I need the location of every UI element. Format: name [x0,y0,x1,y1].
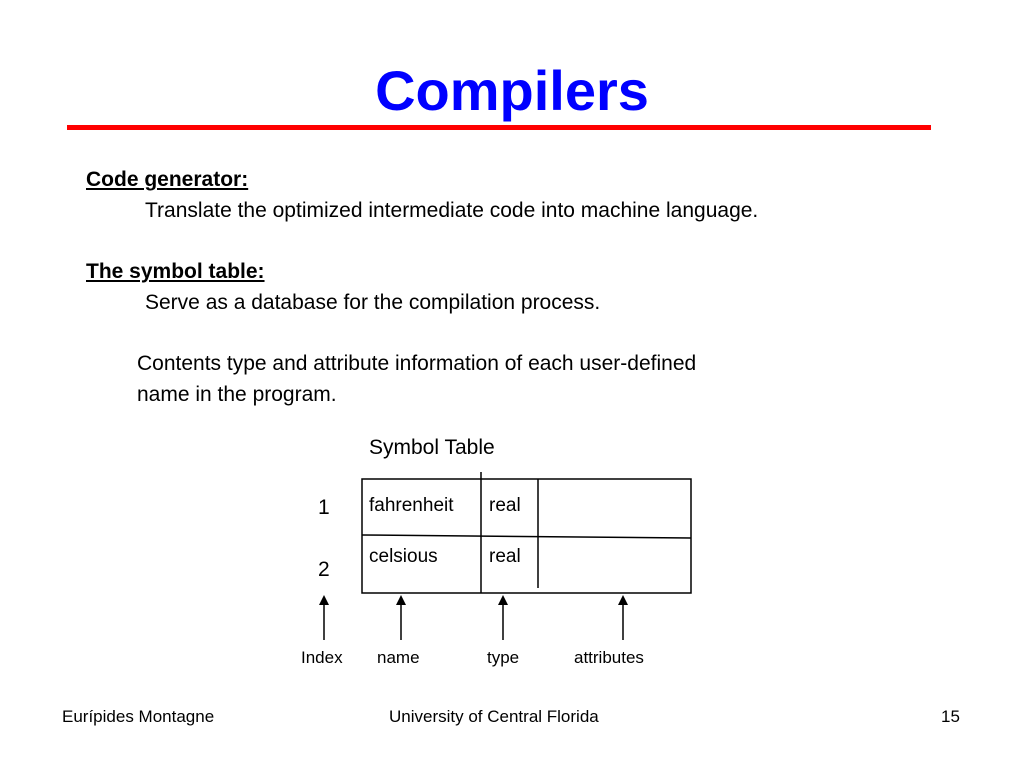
symbol-table-description: Serve as a database for the compilation … [145,291,601,314]
diagram-caption: Symbol Table [369,436,495,459]
code-generator-heading: Code generator: [86,168,249,191]
row-2-name-cell: celsious [369,546,438,567]
attributes-label: attributes [574,648,644,667]
row-index-2: 2 [318,558,330,581]
footer-institution: University of Central Florida [389,707,599,726]
symbol-table-box [361,478,692,594]
footer-author: Eurípides Montagne [62,707,215,726]
row-2-type-cell: real [489,546,521,567]
code-generator-description: Translate the optimized intermediate cod… [145,199,759,222]
footer-page-number: 15 [941,707,960,726]
row-index-1: 1 [318,496,330,519]
symbol-table-paragraph-line2: name in the program. [137,383,337,406]
index-label: Index [301,648,343,667]
symbol-table-paragraph-line1: Contents type and attribute information … [137,352,697,375]
slide-title: Compilers [375,59,649,122]
type-label: type [487,648,520,667]
symbol-table-row-divider [361,534,692,539]
symbol-table-heading: The symbol table: [86,260,265,283]
name-label: name [377,648,420,667]
title-underline-rule [67,125,931,130]
row-1-type-cell: real [489,495,521,516]
row-1-name-cell: fahrenheit [369,495,454,516]
